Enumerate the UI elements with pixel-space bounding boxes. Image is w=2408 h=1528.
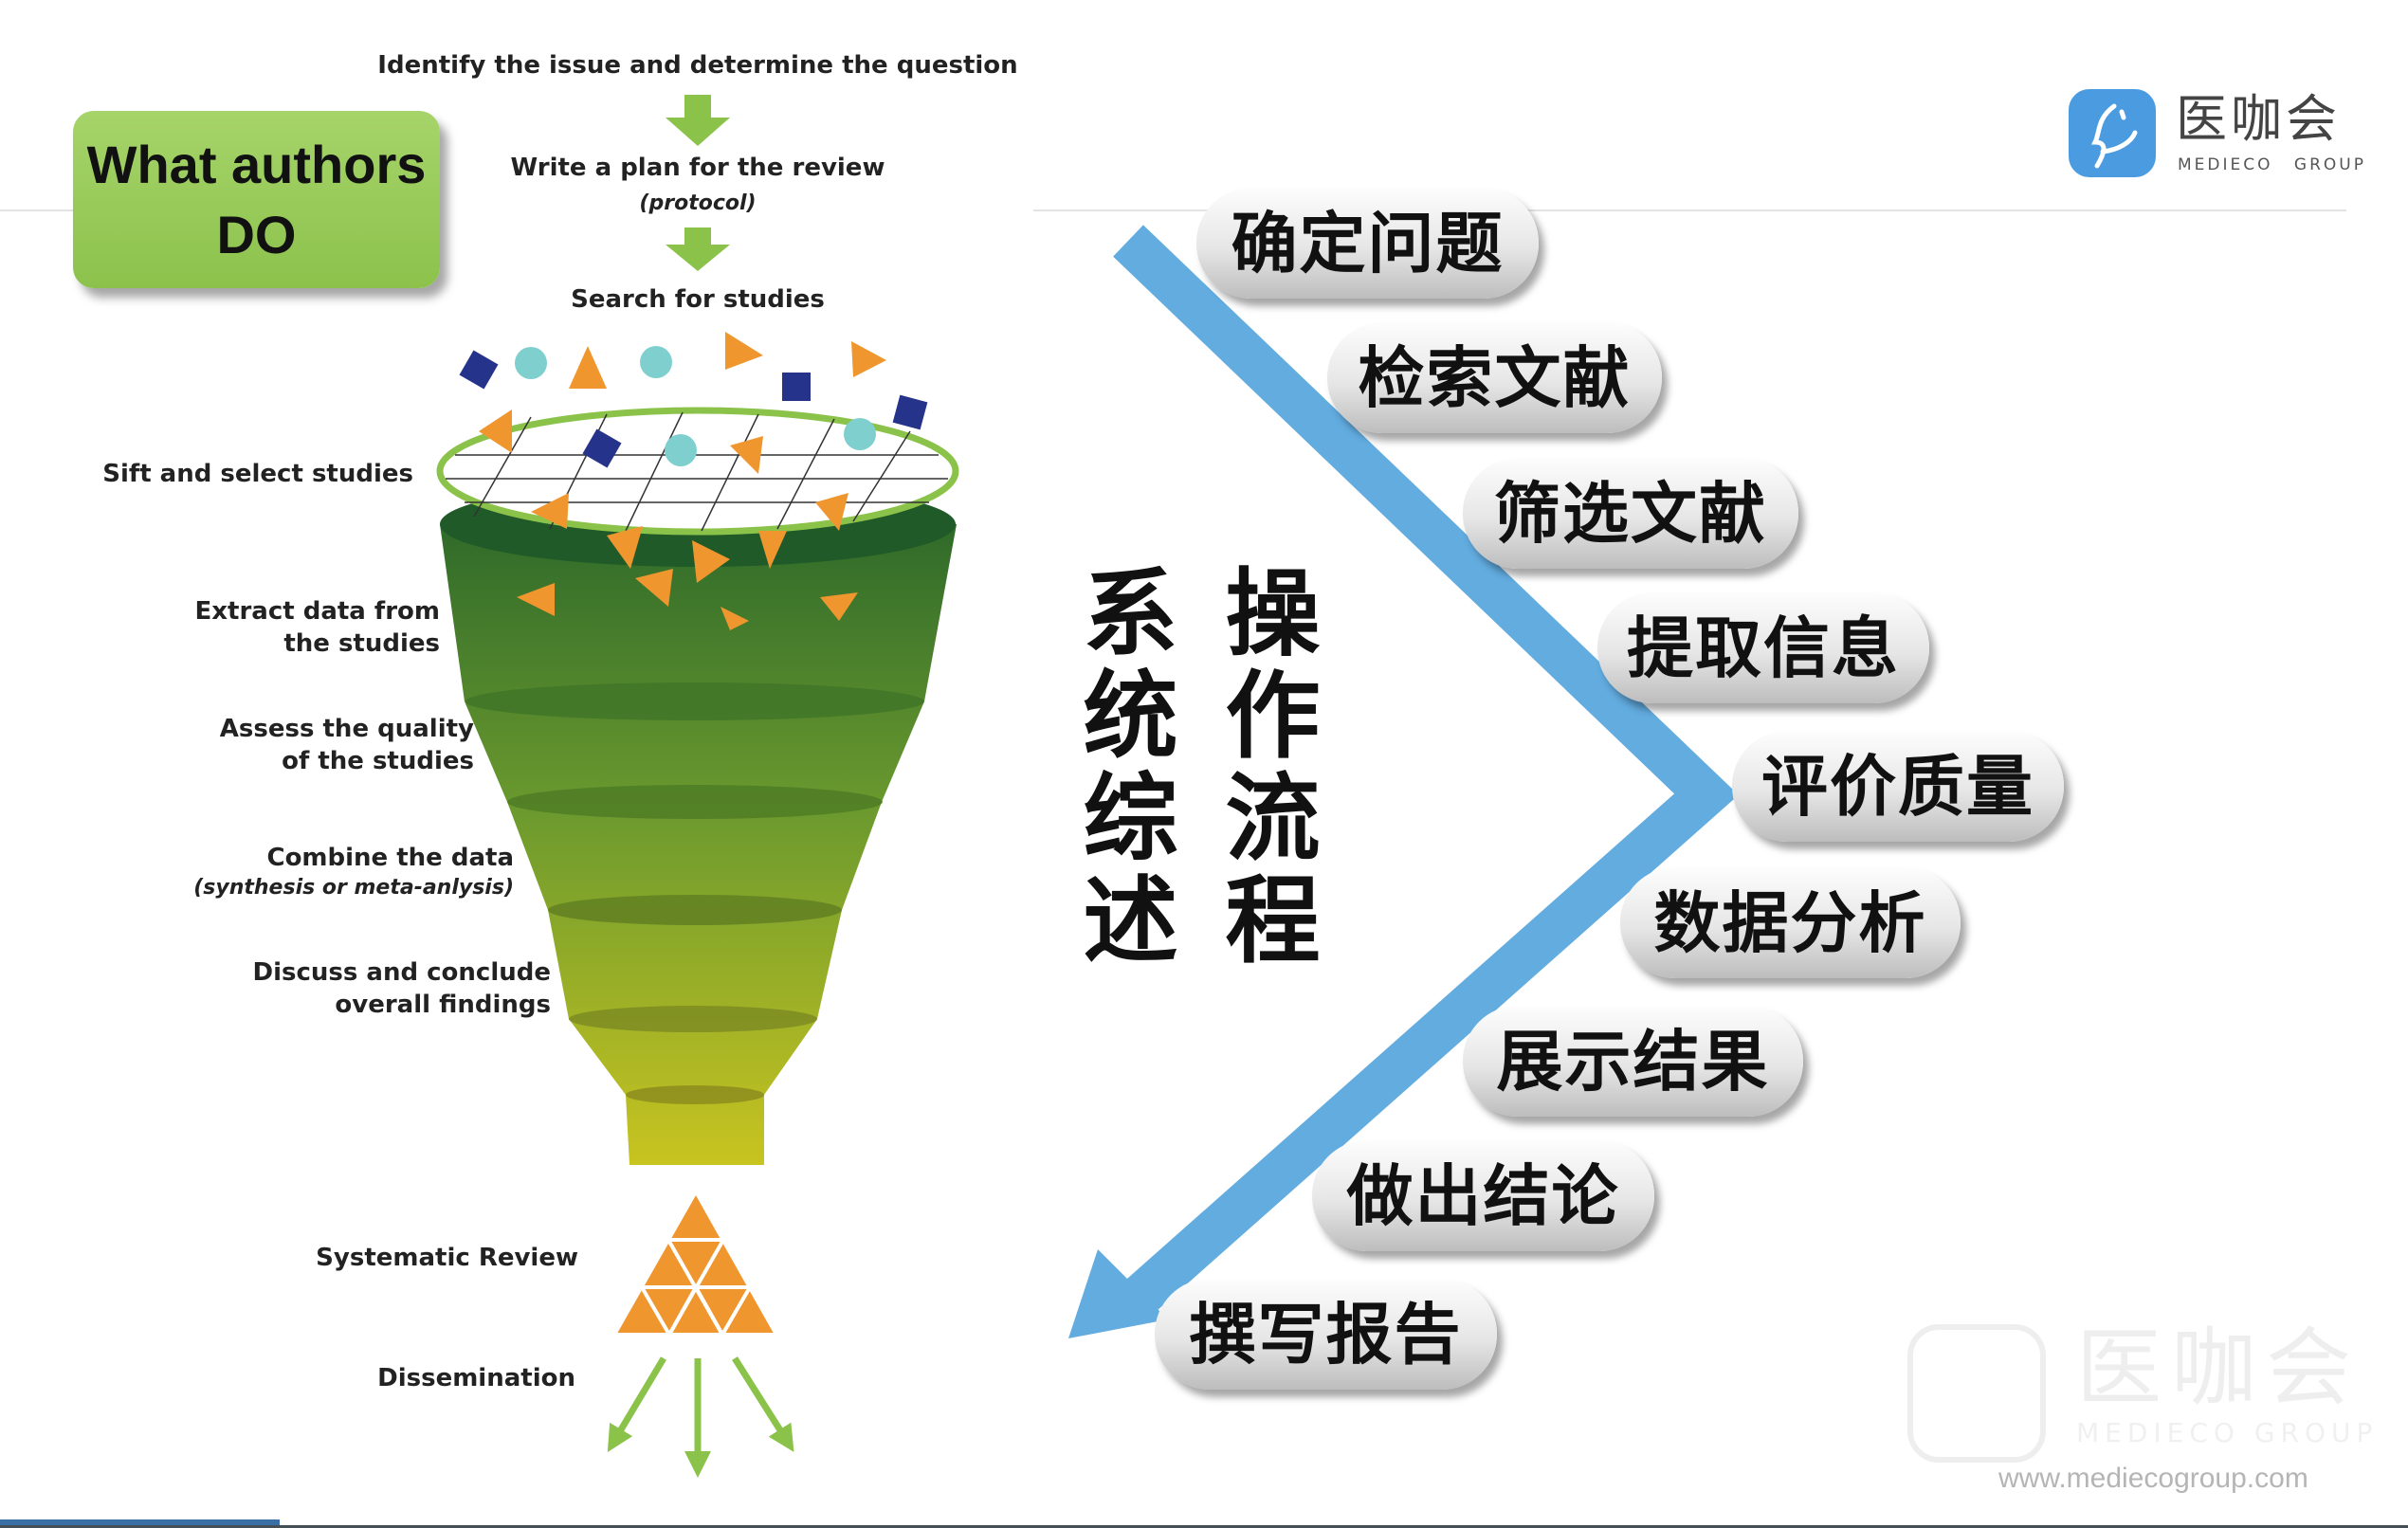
authors-box-line2: DO <box>216 204 297 264</box>
step-discuss-line1: Discuss and conclude <box>252 958 551 987</box>
sieve <box>436 407 959 536</box>
process-step-3: 筛选文献 <box>1463 458 1798 569</box>
watermark-name-cn: 医咖会 <box>2076 1319 2361 1418</box>
step-search: Search for studies <box>571 285 825 314</box>
vertical-title-process: 操作流程 <box>1209 563 1320 973</box>
process-step-9: 撰写报告 <box>1155 1279 1497 1390</box>
step-combine-note: (synthesis or meta-anlysis) <box>193 876 514 900</box>
step-dissemination: Dissemination <box>377 1364 575 1392</box>
step-plan: Write a plan for the review <box>510 154 885 182</box>
step-identify: Identify the issue and determine the que… <box>377 51 1018 80</box>
process-step-6: 数据分析 <box>1620 867 1961 978</box>
step-extract: Extract data from the studies <box>195 595 441 660</box>
systematic-review-pyramid <box>611 1187 780 1337</box>
watermark-name-en: MEDIECO GROUP <box>2076 1417 2379 1448</box>
dissemination-arrows-icon <box>607 1356 794 1478</box>
logo-icon <box>2069 89 2156 177</box>
authors-box-line1: What authors <box>86 134 427 194</box>
vertical-title-systematic-review: 系统综述 <box>1067 563 1177 973</box>
step-discuss-line2: overall findings <box>335 991 551 1019</box>
process-step-1: 确定问题 <box>1196 188 1539 299</box>
study-particles <box>459 332 928 630</box>
funnel <box>440 482 957 1165</box>
step-combine-line1: Combine the data <box>266 844 514 872</box>
process-step-5: 评价质量 <box>1732 731 2064 842</box>
step-extract-line1: Extract data from <box>194 597 441 626</box>
process-step-7: 展示结果 <box>1463 1006 1803 1117</box>
watermark-logo-icon <box>1907 1324 2046 1463</box>
step-discuss: Discuss and conclude overall findings <box>253 956 551 1021</box>
process-step-2: 检索文献 <box>1327 322 1662 433</box>
watermark-url: www.mediecogroup.com <box>1998 1463 2308 1494</box>
process-step-4: 提取信息 <box>1597 592 1929 703</box>
step-assess-line2: of the studies <box>282 747 474 775</box>
step-systematic-review: Systematic Review <box>316 1244 578 1272</box>
step-combine: Combine the data (synthesis or meta-anlys… <box>193 842 514 902</box>
progress-bar <box>0 1519 280 1526</box>
step-sift: Sift and select studies <box>102 460 413 488</box>
logo-name-en: MEDIECO GROUP <box>2178 155 2366 174</box>
step-plan-note: (protocol) <box>639 191 757 215</box>
step-assess-line1: Assess the quality <box>219 715 474 743</box>
down-arrow-icon <box>666 95 730 271</box>
process-step-8: 做出结论 <box>1312 1140 1654 1251</box>
process-chevron-arrow <box>1068 225 1739 1338</box>
step-extract-line2: the studies <box>283 629 440 658</box>
step-assess: Assess the quality of the studies <box>220 713 474 777</box>
logo-name-cn: 医咖会 <box>2176 89 2341 149</box>
